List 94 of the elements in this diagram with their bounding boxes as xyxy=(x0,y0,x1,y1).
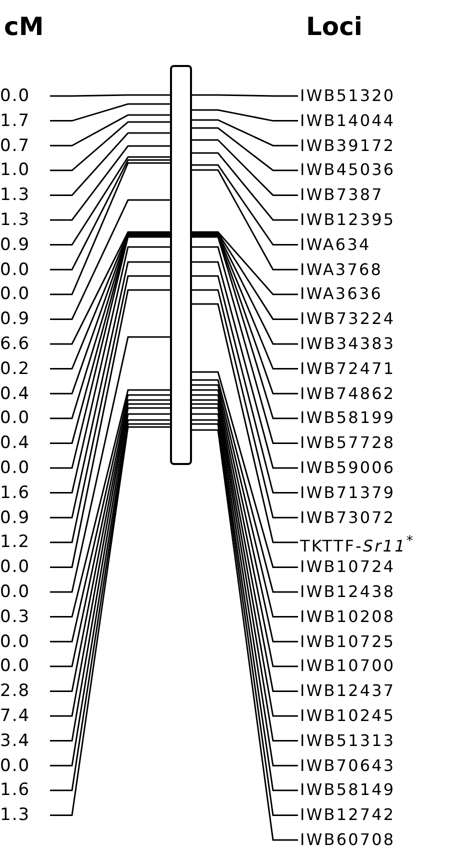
locus-name: IWB14044 xyxy=(300,110,396,131)
connector-line xyxy=(192,231,298,296)
connector-line xyxy=(50,336,170,593)
distance-value: 0.0 xyxy=(0,260,30,280)
connector-line xyxy=(192,234,298,370)
distance-value: 1.3 xyxy=(0,185,30,206)
distance-value: 0.3 xyxy=(0,606,30,627)
locus-name: IWB12742 xyxy=(300,805,396,826)
distance-value: 3.4 xyxy=(0,730,30,751)
locus-name: IWB12438 xyxy=(300,582,396,602)
connector-line xyxy=(50,121,170,172)
distance-value: 7.4 xyxy=(0,706,30,726)
locus-name: IWB71379 xyxy=(300,482,396,503)
locus-name: IWB39172 xyxy=(300,136,396,156)
locus-name: IWA634 xyxy=(300,234,371,255)
connector-line xyxy=(192,275,298,494)
chromosome-bar xyxy=(170,65,192,465)
distance-value: 0.0 xyxy=(0,582,30,602)
connector-line xyxy=(50,162,170,296)
connector-line xyxy=(50,103,170,122)
distance-value: 1.0 xyxy=(0,160,30,180)
distance-value: 0.0 xyxy=(0,284,30,304)
connector-line xyxy=(192,261,298,469)
distance-value: 0.9 xyxy=(0,234,30,255)
distance-value: 0.0 xyxy=(0,408,30,428)
locus-name: IWB73224 xyxy=(300,309,396,330)
connector-line xyxy=(192,303,298,544)
locus-name: IWB34383 xyxy=(300,334,396,354)
locus-name: IWB12395 xyxy=(300,210,396,230)
connector-line xyxy=(50,159,170,270)
connector-line xyxy=(192,139,298,196)
locus-name: IWB59006 xyxy=(300,458,396,478)
connector-line xyxy=(192,289,298,518)
distance-value: 0.9 xyxy=(0,309,30,330)
distance-value: 0.0 xyxy=(0,756,30,776)
distance-value: 1.6 xyxy=(0,482,30,503)
connector-line xyxy=(50,199,170,320)
connector-line xyxy=(192,246,298,444)
column-heading: Loci xyxy=(306,12,362,42)
distance-value: 1.3 xyxy=(0,805,30,826)
locus-name: IWB10700 xyxy=(300,656,396,676)
locus-name: IWB57728 xyxy=(300,433,396,454)
connector-line xyxy=(192,109,298,122)
distance-value: 0.0 xyxy=(0,656,30,676)
distance-value: 0.7 xyxy=(0,136,30,156)
locus-name: IWB73072 xyxy=(300,508,396,528)
locus-name: IWB74862 xyxy=(300,384,396,404)
distance-value: 0.4 xyxy=(0,384,30,404)
locus-name: IWB10725 xyxy=(300,632,396,652)
locus-name: TKTTF-Sr11$^{*}$ xyxy=(300,532,415,557)
locus-name: IWB70643 xyxy=(300,756,396,776)
distance-value: 0.0 xyxy=(0,86,30,106)
locus-name: IWB58199 xyxy=(300,408,396,428)
locus-name: IWB10208 xyxy=(300,606,396,627)
locus-name: IWB51313 xyxy=(300,730,396,751)
connector-line xyxy=(192,164,298,246)
locus-name: IWB7387 xyxy=(300,185,384,206)
locus-name: IWB72471 xyxy=(300,358,396,379)
column-heading: cM xyxy=(4,12,44,42)
distance-value: 1.2 xyxy=(0,532,30,552)
locus-name: IWA3768 xyxy=(300,260,383,280)
distance-value: 0.0 xyxy=(0,458,30,478)
connector-line xyxy=(50,156,170,246)
connector-line xyxy=(50,145,170,221)
locus-name: IWB60708 xyxy=(300,830,396,850)
distance-value: 1.3 xyxy=(0,210,30,230)
distance-value: 0.0 xyxy=(0,557,30,578)
distance-value: 0.9 xyxy=(0,508,30,528)
connector-line xyxy=(50,132,170,196)
locus-name: IWB45036 xyxy=(300,160,396,180)
distance-value: 0.2 xyxy=(0,358,30,379)
locus-name: IWB12437 xyxy=(300,681,396,702)
connector-line xyxy=(192,233,298,345)
distance-value: 6.6 xyxy=(0,334,30,354)
locus-name: IWB51320 xyxy=(300,86,396,106)
locus-name: IWB10724 xyxy=(300,557,396,578)
locus-name: IWA3636 xyxy=(300,284,383,304)
connector-line xyxy=(50,114,170,146)
distance-value: 0.4 xyxy=(0,433,30,454)
connector-line xyxy=(50,231,170,345)
distance-value: 0.0 xyxy=(0,632,30,652)
connector-line xyxy=(192,127,298,172)
distance-value: 2.8 xyxy=(0,681,30,702)
connector-line xyxy=(192,94,298,97)
connector-line xyxy=(192,119,298,146)
connector-line xyxy=(192,152,298,221)
connector-line xyxy=(192,232,298,320)
connector-line xyxy=(50,232,170,370)
connector-line xyxy=(192,169,298,270)
distance-value: 1.7 xyxy=(0,110,30,131)
locus-name: IWB10245 xyxy=(300,706,396,726)
locus-name: IWB58149 xyxy=(300,780,396,800)
connector-line xyxy=(50,94,170,97)
distance-value: 1.6 xyxy=(0,780,30,800)
